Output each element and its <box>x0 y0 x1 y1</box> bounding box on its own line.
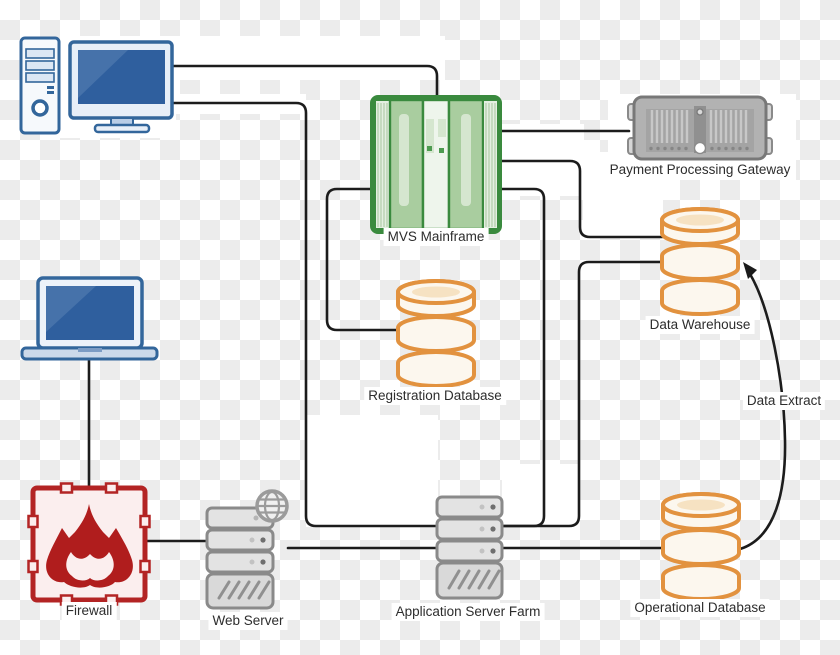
node-label-registration-db: Registration Database <box>364 387 506 405</box>
edge-warehouse-appfarm <box>500 260 664 528</box>
desktop-computer-icon <box>19 36 174 135</box>
node-label-operational-db: Operational Database <box>630 599 770 617</box>
edge-desktop-mainframe <box>170 64 439 99</box>
white-patch <box>502 464 580 527</box>
edge-mainframe-appfarm <box>498 187 546 528</box>
edge-desktop-appfarm <box>170 101 441 528</box>
database-icon-registration <box>396 279 476 388</box>
edge-data-extract-curve <box>738 272 787 551</box>
node-label-data-warehouse: Data Warehouse <box>645 316 755 334</box>
rack-server-icon <box>627 95 773 161</box>
server-icon <box>435 495 504 600</box>
arrowhead-icon <box>743 262 757 279</box>
edge-mainframe-warehouse <box>498 159 664 239</box>
white-patch <box>306 415 438 527</box>
node-label-app-server-farm: Application Server Farm <box>391 603 545 621</box>
edge-mainframe-registrationdb <box>325 187 400 332</box>
node-label-firewall: Firewall <box>61 602 117 620</box>
node-label-mainframe: MVS Mainframe <box>383 228 489 246</box>
node-label-web-server: Web Server <box>208 612 288 630</box>
node-label-payment-gateway: Payment Processing Gateway <box>605 161 795 179</box>
mainframe-icon <box>370 95 502 234</box>
database-icon-operational <box>661 492 741 601</box>
edge-label-data-extract: Data Extract <box>742 392 826 410</box>
laptop-icon <box>20 276 159 361</box>
firewall-flame-icon <box>27 482 151 606</box>
globe-icon <box>255 489 289 523</box>
server-globe-icon <box>205 489 289 610</box>
database-icon-warehouse <box>660 207 740 316</box>
